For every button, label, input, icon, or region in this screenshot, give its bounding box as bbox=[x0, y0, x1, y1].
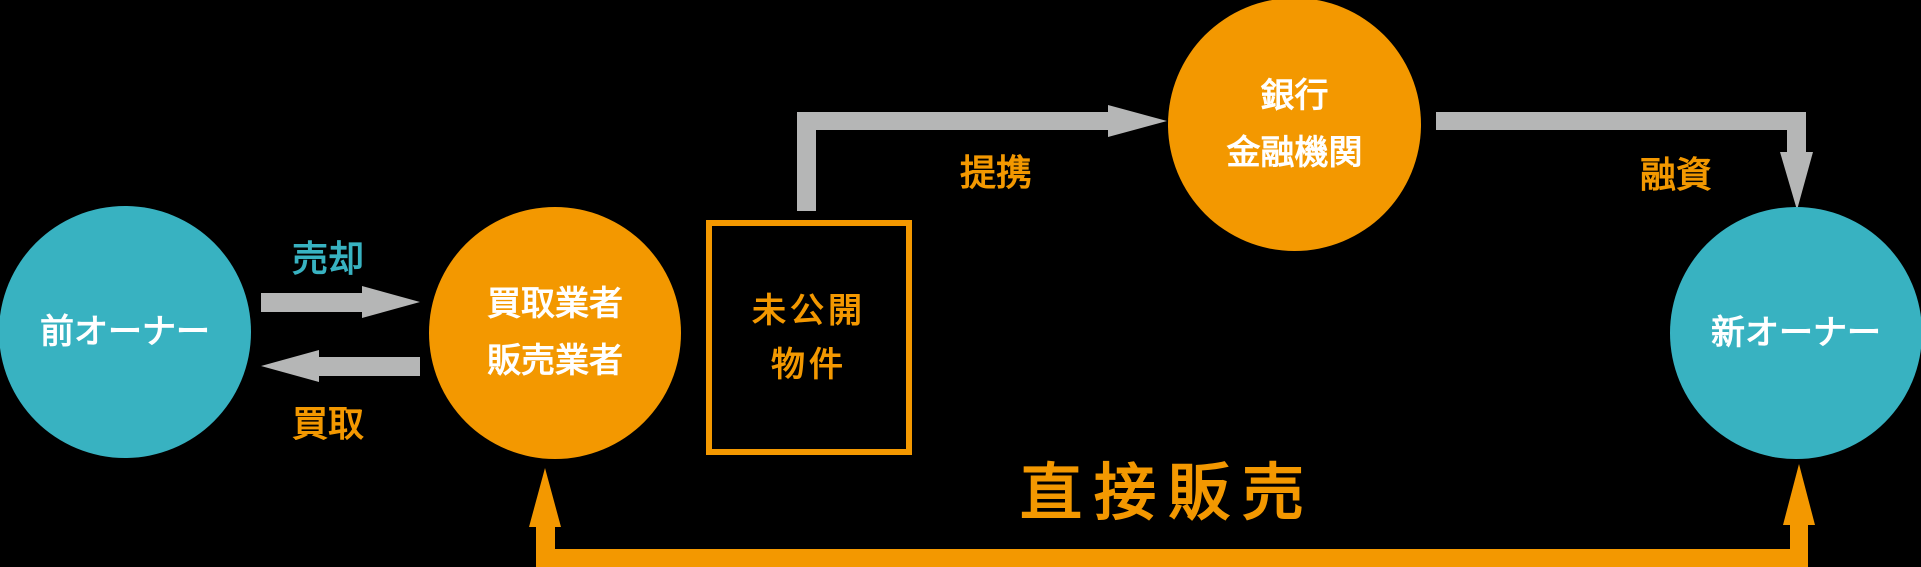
dealer-node: 買取業者 販売業者 bbox=[429, 207, 681, 459]
bank-node: 銀行 金融機関 bbox=[1168, 0, 1421, 251]
unlisted-property-line-1: 未公開 bbox=[752, 290, 866, 331]
bank-line-2: 金融機関 bbox=[1226, 132, 1363, 173]
direct-sale-label: 直接販売 bbox=[1020, 456, 1317, 529]
previous-owner-node: 前オーナー bbox=[0, 206, 251, 458]
financing-label: 融資 bbox=[1640, 155, 1713, 196]
previous-owner-label: 前オーナー bbox=[40, 311, 210, 352]
partnership-arrow bbox=[797, 105, 1167, 211]
dealer-line-1: 買取業者 bbox=[487, 284, 623, 324]
partnership-label: 提携 bbox=[960, 153, 1033, 194]
direct-sale-arrow bbox=[529, 464, 1815, 567]
new-owner-node: 新オーナー bbox=[1670, 207, 1921, 459]
purchase-label: 買取 bbox=[292, 404, 365, 445]
unlisted-property-box: 未公開 物件 bbox=[706, 220, 912, 455]
sell-arrow bbox=[261, 286, 420, 318]
bank-line-1: 銀行 bbox=[1260, 75, 1329, 116]
financing-arrow bbox=[1436, 112, 1813, 210]
purchase-arrow bbox=[261, 350, 420, 382]
dealer-line-2: 販売業者 bbox=[487, 341, 623, 381]
unlisted-property-line-2: 物件 bbox=[771, 344, 847, 385]
new-owner-label: 新オーナー bbox=[1711, 312, 1881, 353]
sell-label: 売却 bbox=[292, 239, 365, 280]
